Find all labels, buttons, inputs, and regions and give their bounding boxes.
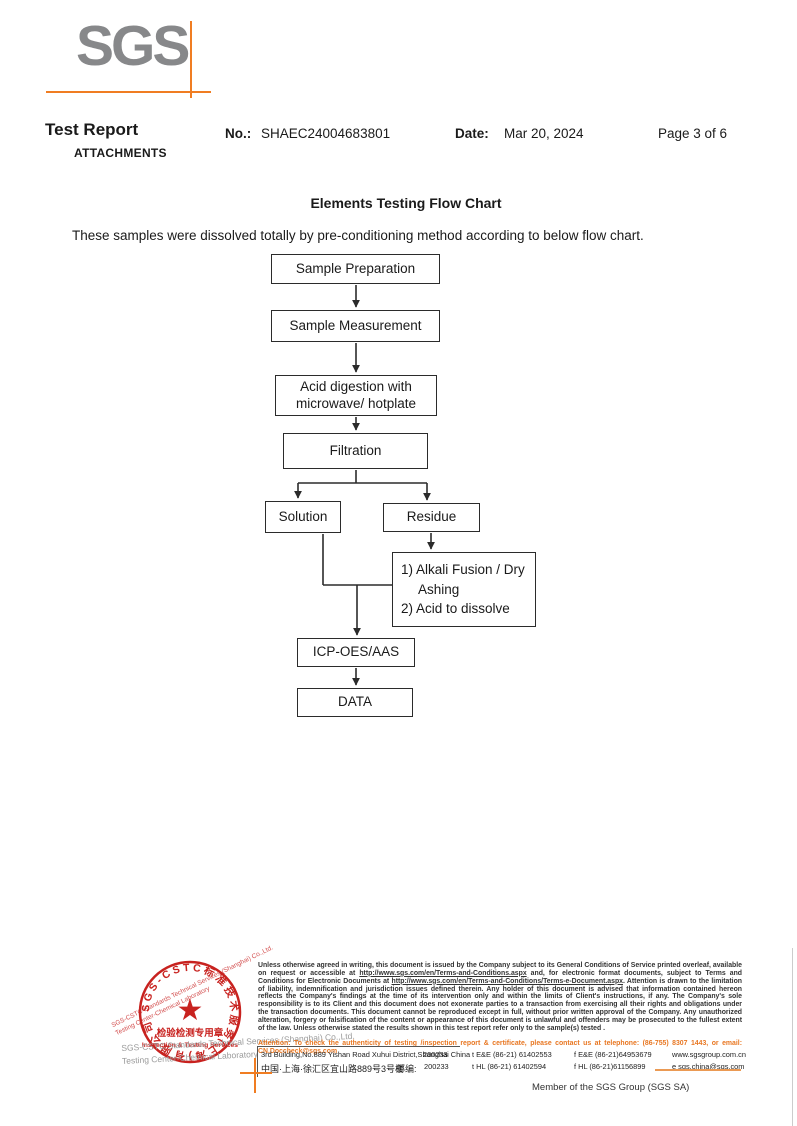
crop-mark-right [655,1069,741,1071]
fax-ee: f E&E (86-21)64953679 [574,1050,652,1059]
logo-crosshair-vertical [190,21,192,98]
flow-box-label: microwave/ hotplate [295,395,417,411]
flow-box-sample-measurement: Sample Measurement [271,310,440,342]
attention-text: Attention: To check the authenticity of … [258,1040,742,1055]
flow-box-label: Sample Preparation [295,260,416,276]
flow-box-label: Sample Measurement [289,317,422,333]
address-divider-left [257,1046,258,1077]
page-indicator: Page 3 of 6 [658,126,728,141]
address-en: 3rd Building,No.889 Yishan Road Xuhui Di… [261,1050,471,1059]
legal-text: Unless otherwise agreed in writing, this… [258,962,742,977]
date-value: Mar 20, 2024 [504,126,584,141]
sgs-logo: SGS [76,14,190,78]
flow-box-label: Residue [406,509,457,525]
attachments-label: ATTACHMENTS [74,146,167,160]
address-cn: 中国·上海·徐汇区宜山路889号3号楼 [261,1064,405,1074]
flow-box-filtration: Filtration [283,433,428,469]
flow-box-residue: Residue [383,503,480,532]
email: e sgs.china@sgs.com [672,1062,745,1071]
website: www.sgsgroup.com.cn [672,1050,746,1059]
flow-box-label: ICP-OES/AAS [312,644,400,660]
legal-text: . Attention is drawn to the limitation o… [258,977,742,1032]
phone-hl: t HL (86-21) 61402594 [472,1062,547,1071]
postcode-label-cn: 邮编: [396,1064,417,1074]
flow-box-label: 1) Alkali Fusion / Dry [401,562,525,578]
flow-box-sample-preparation: Sample Preparation [271,254,440,284]
flow-box-solution: Solution [265,501,341,533]
terms-e-document-url: http://www.sgs.com/en/Terms-and-Conditio… [391,977,623,985]
flow-box-label: Filtration [329,442,382,458]
registration-cross-horizontal [240,1072,272,1074]
flow-box-label: 2) Acid to dissolve [401,601,510,617]
flow-chart-title: Elements Testing Flow Chart [310,195,502,211]
seal-subtitle-text: Inspection & Testing Services [142,1042,238,1049]
flow-box-data: DATA [297,688,413,717]
flow-box-icp-oes-aas: ICP-OES/AAS [297,638,415,667]
postcode-en: 200233 [423,1050,448,1059]
flow-box-alkali-fusion: 1) Alkali Fusion / Dry Ashing 2) Acid to… [392,552,536,627]
page-edge-line [792,948,793,1126]
terms-url: http://www.sgs.com/en/Terms-and-Conditio… [359,969,527,977]
legal-disclaimer: Unless otherwise agreed in writing, this… [258,962,742,1033]
fax-hl: f HL (86-21)61156899 [574,1062,646,1071]
report-no-value: SHAEC24004683801 [261,126,391,141]
seal-star-icon: ★ [177,994,204,1027]
intro-text: These samples were dissolved totally by … [72,228,644,243]
report-title: Test Report [45,120,139,139]
member-text: Member of the SGS Group (SGS SA) [532,1082,690,1093]
address-divider-top [257,1046,460,1047]
flow-box-acid-digestion: Acid digestion with microwave/ hotplate [275,375,437,416]
date-label: Date: [455,126,489,141]
seal-ring [138,960,242,1064]
registration-cross-vertical [254,1058,256,1093]
logo-crosshair-horizontal [46,91,211,93]
flow-box-label: DATA [337,694,372,710]
legal-text: and, for electronic format documents, su… [258,969,742,985]
seal-center-text: 检验检测专用章 [157,1027,224,1039]
phone-ee: t E&E (86-21) 61402553 [472,1050,552,1059]
flow-box-label: Solution [278,508,328,524]
postcode-cn: 200233 [424,1062,449,1071]
report-no-label: No.: [225,126,252,141]
inspection-seal: SGS-CSTC标准技术服务(上海)有限公司 ★ 检验检测专用章 Inspect… [138,960,242,1064]
flow-box-label: Ashing [418,581,460,597]
flow-box-label: Acid digestion with [300,378,412,394]
